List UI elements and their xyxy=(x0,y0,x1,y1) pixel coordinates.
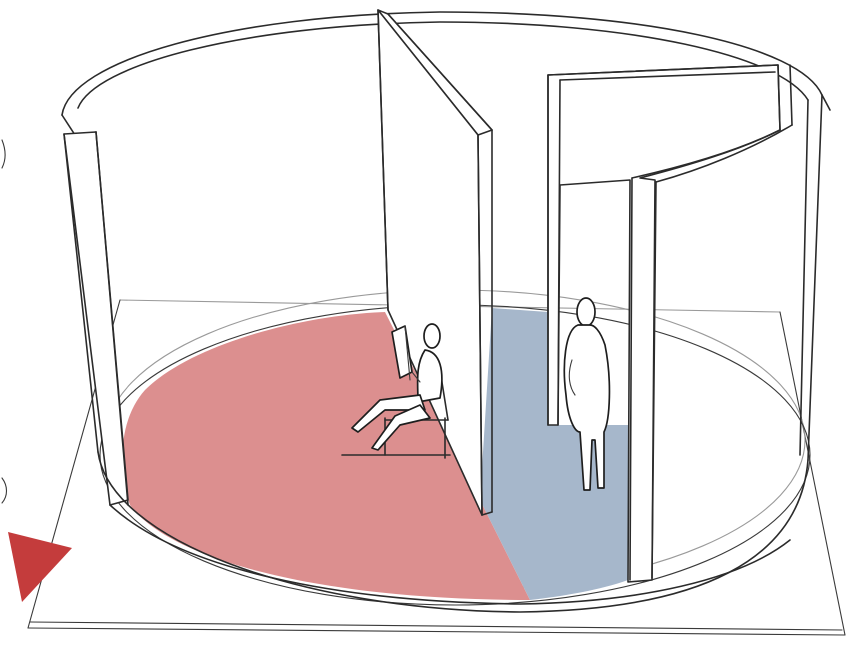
edge-sketch-marks xyxy=(2,140,7,503)
red-triangle-marker-icon xyxy=(8,532,72,602)
